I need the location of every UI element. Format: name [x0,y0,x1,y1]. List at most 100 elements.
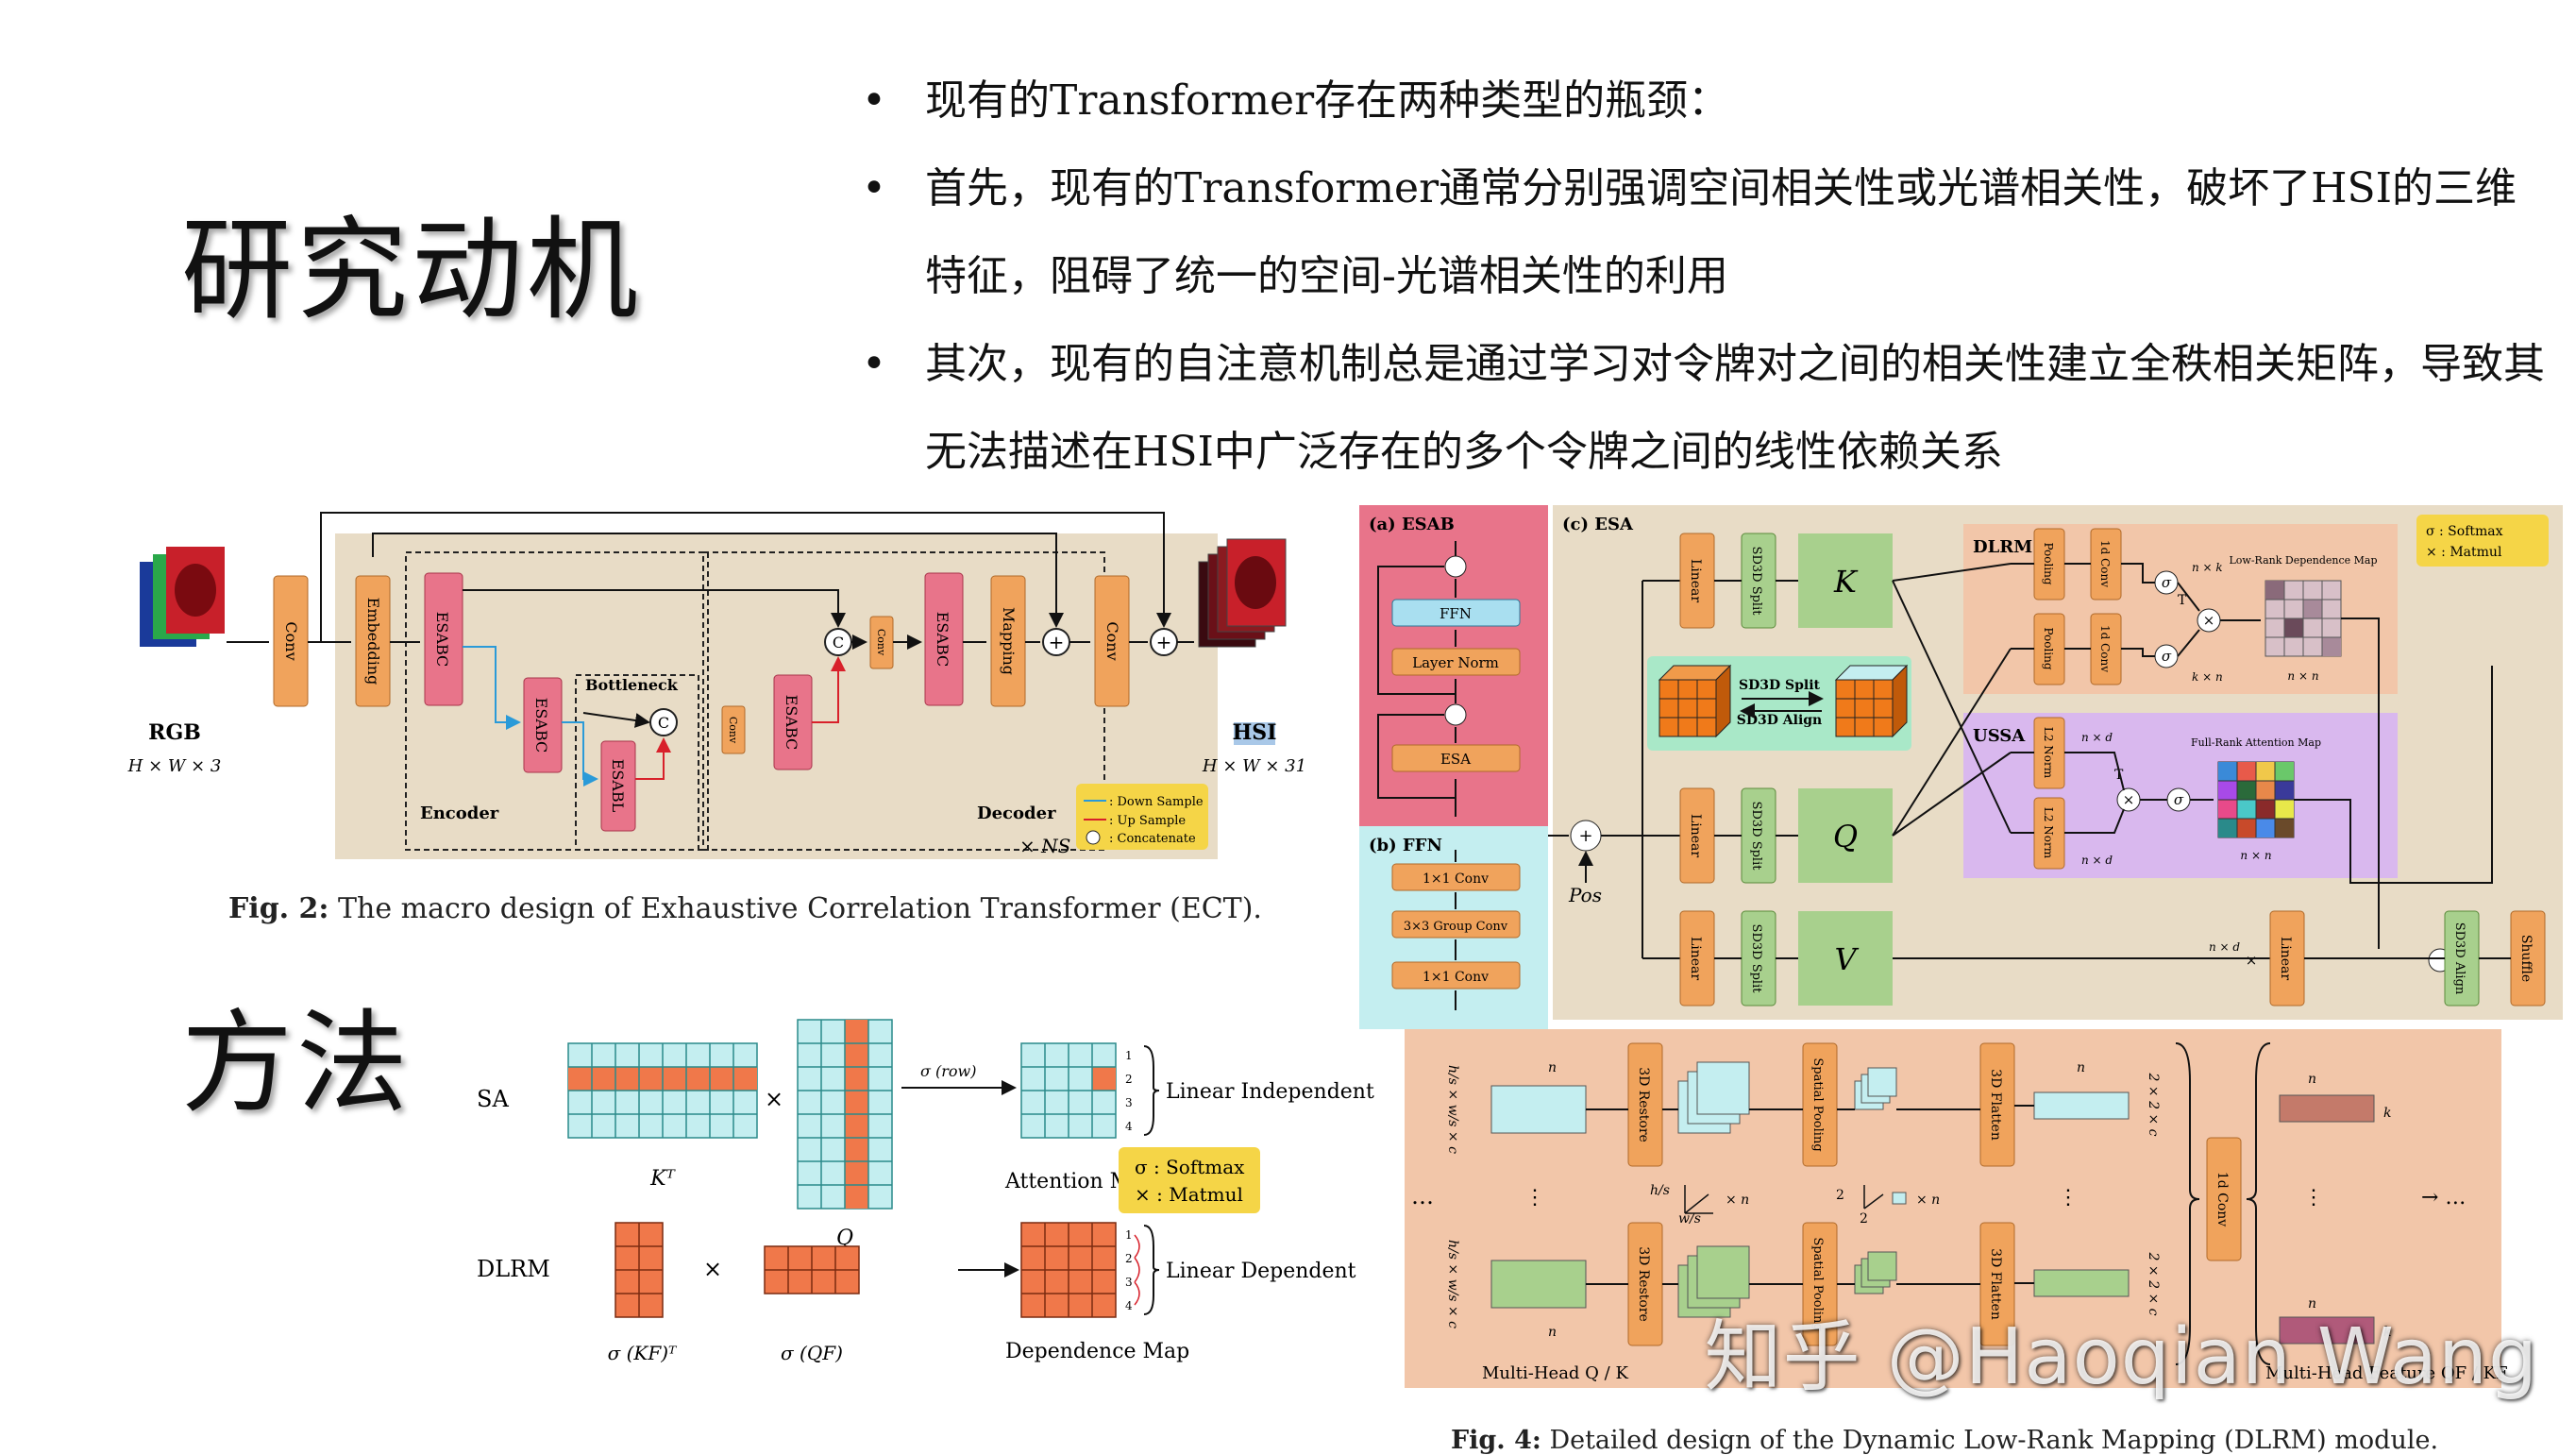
layernorm-block [1391,648,1521,676]
pooling-label: Pooling [2042,627,2055,669]
nk-label: n × k [2192,561,2223,574]
n-label: n [1548,1325,1557,1340]
dim-right-label: 2 × 2 × c [2146,1252,2161,1316]
esa-title: (c) ESA [1562,515,1634,534]
ellipsis-left: … [1411,1183,1434,1210]
esab-l-block [600,740,636,832]
times-symbol: × [2203,612,2215,629]
ffn-label: FFN [1440,605,1472,622]
row-num: 2 [1125,1252,1133,1265]
low-rank-map-grid [2265,580,2342,657]
linear-label: Linear [2278,937,2293,980]
legend-softmax: σ : Softmax [2426,524,2503,539]
vdots: ⋮ [2303,1186,2324,1210]
pooling-label: Pooling [2042,542,2055,584]
conv1x1-block-1 [1391,863,1521,891]
n-label: n [1548,1060,1557,1075]
sigma-row-label: σ (row) [920,1062,976,1080]
cube-right [1834,664,1909,738]
esab-add-1 [1444,555,1467,578]
linear-dependent-label: Linear Dependent [1166,1260,1356,1283]
nd-label: n × d [2081,854,2113,867]
concat-node-1 [649,708,678,736]
plus-symbol: + [1049,631,1065,653]
dlrm-title: DLRM [1973,537,2032,557]
times-symbol: × [765,1086,783,1112]
bullet-2: 首先，现有的Transformer通常分别强调空间相关性或光谱相关性，破坏了HS… [854,144,2553,320]
spatial-pooling-top [1802,1042,1838,1167]
two-label: 2 [1836,1188,1844,1203]
esab-c-dec-2 [924,572,964,706]
hsi-dim: H × W × 31 [1202,756,1306,776]
cube-stack-top [1677,1061,1750,1134]
vdots: ⋮ [2058,1186,2079,1210]
rgb-label: RGB [148,720,201,745]
kf-grid [615,1222,664,1318]
q-grid [797,1019,893,1210]
fig4-top-diagram: (a) ESAB FFN Layer Norm ESA (b) FFN 1×1 … [1359,505,2563,1029]
legend-matmul: × : Matmul [1135,1183,1243,1206]
bottleneck-label: Bottleneck [585,676,679,694]
n-label: n [2308,1296,2316,1311]
transpose-symbol: T [2178,593,2187,608]
kt-label: Kᵀ [649,1167,676,1191]
fig3-diagram: SA DLRM Kᵀ × Q σ (row) 1 2 3 4 Linear In… [477,1019,1374,1364]
esab-c-label: ESABC [532,698,550,753]
encoder-label: Encoder [420,804,499,823]
row-num: 1 [1125,1228,1133,1242]
layernorm-label: Layer Norm [1412,654,1499,671]
pos-label: Pos [1568,884,1602,906]
plus-symbol: + [1156,631,1172,653]
ffn-block [1391,599,1521,627]
bottleneck-box [575,674,699,851]
fig2-diagram: RGB H × W × 3 Conv Embedding Encoder ESA… [127,512,1306,859]
ws-label: w/s [1678,1211,1701,1227]
conv-label-1: Conv [282,621,300,660]
groupconv-block [1391,910,1521,939]
n-label: n [2308,1072,2316,1087]
row-num: 3 [1125,1276,1133,1289]
esab-title: (a) ESAB [1369,515,1455,534]
esab-c-label: ESABC [433,612,451,668]
v-label: V [1834,941,1859,977]
hsi-highlight [1234,722,1275,745]
concat-symbol: C [833,634,844,651]
conv1x1-label: 1×1 Conv [1423,970,1489,985]
kn-label: k × n [2192,670,2223,684]
vdots: ⋮ [1524,1186,1545,1210]
esa-label: ESA [1440,751,1471,768]
bullet-list: 现有的Transformer存在两种类型的瓶颈： 首先，现有的Transform… [854,57,2553,496]
sa-label: SA [477,1086,509,1112]
mini-cube [1892,1192,1907,1205]
sd3d-split-label: SD3D Split [1749,802,1763,871]
flat-top [2033,1091,2130,1120]
rgb-image [140,547,225,647]
two-label: 2 [1860,1211,1868,1227]
l2norm-label: L2 Norm [2042,727,2055,779]
restore-label: 3D Restore [1636,1246,1651,1322]
dim-right-label: 2 × 2 × c [2146,1073,2161,1137]
esab-c-enc-2 [523,677,563,773]
dlrm-label: DLRM [477,1256,550,1282]
ffn-title: (b) FFN [1369,836,1442,855]
dim-left-label: h/s × w/s × c [1445,1065,1460,1154]
spatial-pooling-label: Spatial Pooling [1810,1237,1825,1330]
q-head-top [1490,1085,1587,1134]
xn-label: × n [1916,1193,1940,1208]
fig4-caption-text: Detailed design of the Dynamic Low-Rank … [1541,1426,2439,1455]
multihead-feature-label: Multi-Head Feature QF / KF [2265,1363,2508,1383]
esab-c-label: ESABC [783,695,800,751]
cube-left [1658,664,1732,738]
qf-grid [764,1245,860,1294]
row-num: 1 [1125,1049,1133,1062]
fig3-legend [1119,1147,1260,1213]
sd3d-split-caption: SD3D Split [1739,678,1821,693]
esab-add-2 [1444,703,1467,726]
sigma-symbol: σ [2162,648,2172,665]
kf-bar [2279,1316,2375,1345]
linear-label: Linear [1688,559,1703,602]
embedding-label: Embedding [364,598,382,685]
legend-down: : Down Sample [1109,795,1204,809]
sd3d-align-caption: SD3D Align [1737,713,1822,728]
v-block [1798,911,1893,1006]
